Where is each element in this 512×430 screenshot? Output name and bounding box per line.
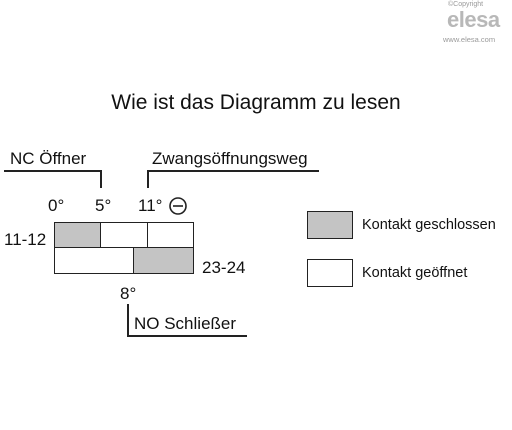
forced-opening-label: Zwangsöffnungsweg — [152, 149, 308, 168]
minus-circle-icon — [169, 197, 187, 215]
no-open-segment — [54, 247, 135, 274]
contact-11-12-label: 11-12 — [4, 230, 47, 249]
legend-open-label: Kontakt geöffnet — [362, 265, 468, 281]
website-watermark: www.elesa.com — [443, 35, 496, 44]
degree-8-label: 8° — [120, 284, 137, 303]
nc-closed-segment — [54, 222, 102, 249]
contact-23-24-label: 23-24 — [202, 258, 246, 277]
no-closer-label: NO Schließer — [134, 314, 237, 333]
degree-11-label: 11° — [138, 196, 163, 215]
page-title: Wie ist das Diagramm zu lesen — [111, 91, 401, 114]
no-closed-segment — [133, 247, 194, 274]
forced-label-underline — [147, 170, 319, 172]
nc-forced-open-segment — [147, 222, 194, 249]
elesa-logo: elesa — [447, 7, 500, 32]
legend-open-swatch — [307, 259, 353, 287]
forced-leader-line — [147, 170, 149, 188]
no-leader-line — [127, 304, 129, 336]
copyright-watermark: ©Copyright — [448, 1, 484, 8]
nc-open-segment — [100, 222, 149, 249]
nc-opener-label: NC Öffner — [10, 149, 87, 168]
legend-closed-swatch — [307, 211, 353, 239]
nc-label-underline — [4, 170, 102, 172]
nc-leader-line — [100, 170, 102, 188]
degree-5-label: 5° — [95, 196, 112, 215]
legend-closed-label: Kontakt geschlossen — [362, 217, 496, 233]
no-label-underline — [127, 335, 247, 337]
degree-0-label: 0° — [48, 196, 65, 215]
